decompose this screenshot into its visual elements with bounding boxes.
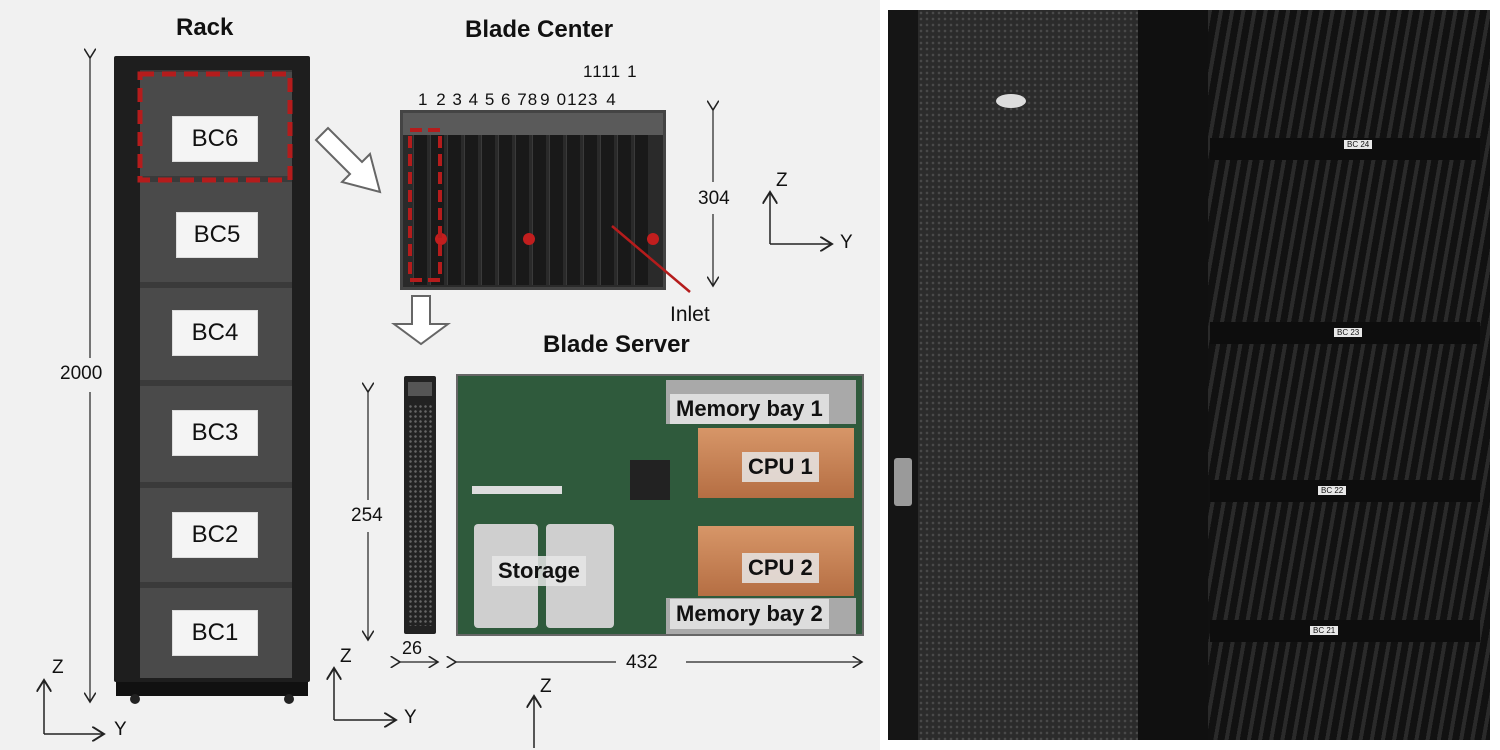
memory-bay-2-label: Memory bay 2 [670,599,829,629]
storage-label: Storage [492,556,586,586]
cpu-1-label: CPU 1 [742,452,819,482]
rack-base [116,682,308,696]
chassis-tag: BC 24 [1344,140,1373,149]
blade-slot [515,135,529,285]
door-edge [888,10,918,740]
inlet-dot [435,233,447,245]
rack-title: Rack [176,14,234,41]
rack-y-axis-label: Y [114,719,127,740]
inlet-dot [647,233,659,245]
bc-y-axis-label: Y [840,232,853,253]
blade-slot [413,135,427,285]
slot-num-14-tens: 1 [627,62,638,81]
board-chip [630,460,670,500]
chassis-label-bc1: BC1 [172,610,258,656]
chassis-tag: BC 22 [1318,486,1347,495]
chassis-divider [1210,620,1480,642]
blade-server-depth-label: 432 [626,652,658,674]
blade-slot [583,135,597,285]
blade-side-view [404,376,436,634]
chassis-tag: BC 23 [1334,328,1363,337]
chassis-divider [1210,138,1480,160]
chassis-label-bc6: BC6 [172,116,258,162]
slot-num-10-tens: 1 [583,62,593,81]
blade-z-axis-label: Z [340,646,352,667]
cpu-2-label: CPU 2 [742,553,819,583]
blade-slot [447,135,461,285]
board-connectors [472,486,562,494]
diagram-panel: Rack Blade Center Blade Server BC6 BC5 B… [0,0,880,750]
door-handle [894,458,912,506]
blade-slot [481,135,495,285]
blade-side-handle [408,382,432,396]
slot-num-4: 4 [468,90,480,109]
board-z-axis-label: Z [540,676,552,697]
server-stack [1208,10,1490,740]
chassis-tag: BC 21 [1310,626,1339,635]
blade-slot [498,135,512,285]
blade-y-axis-label: Y [404,707,417,728]
chassis-label-bc2: BC2 [172,512,258,558]
blade-center-title: Blade Center [465,16,614,43]
blade-slot [634,135,648,285]
center-to-server-arrow [390,295,452,346]
memory-bay-1-label: Memory bay 1 [670,394,829,424]
slot-num-3: 3 [452,90,463,109]
blade-center-chassis [400,110,666,290]
inlet-dot [523,233,535,245]
rack-height-label: 2000 [60,363,103,385]
blade-center-slots [413,135,661,285]
chassis-label-bc4: BC4 [172,310,258,356]
blade-server-width-label: 26 [402,638,423,658]
slot-num-1: 1 [418,90,429,109]
blade-server-title: Blade Server [543,331,690,358]
slot-num-12-tens: 1 [601,62,611,81]
bc-z-axis-label: Z [776,170,788,191]
blade-slot [600,135,614,285]
rack-door [888,10,1138,740]
slot-num-14-ones: 4 [606,90,617,109]
blade-slot [566,135,580,285]
rack-wheel [130,694,140,704]
cabinet-frame [1138,10,1208,740]
blade-slot [532,135,546,285]
blade-server-height-label: 254 [351,505,383,527]
rack-to-center-arrow [314,126,382,194]
chassis-label-bc5: BC5 [176,212,258,258]
rack-photo: BC 24 BC 23 BC 22 BC 21 [888,10,1490,740]
slot-num-13-tens: 1 [610,62,622,81]
rack-wheel [284,694,294,704]
sensor-mount [996,94,1026,108]
blade-side-grille [408,404,432,626]
slot-num-11-ones: 1 [567,90,578,109]
slot-num-2: 2 [436,90,447,109]
slot-num-11-tens: 1 [592,62,602,81]
slot-num-6: 6 [501,90,512,109]
slot-num-10-ones: 0 [556,90,568,109]
slot-num-8: 8 [527,90,539,109]
blade-center-top-bar [403,113,663,135]
slot-num-12-ones: 2 [577,90,589,109]
slot-num-13-ones: 3 [588,90,599,109]
slot-num-5: 5 [484,90,496,109]
slot-num-9: 9 [540,90,551,109]
blade-slot [430,135,444,285]
rack-z-axis-label: Z [52,657,64,678]
inlet-label: Inlet [670,303,710,326]
blade-slot [549,135,563,285]
slot-num-7: 7 [517,90,528,109]
chassis-label-bc3: BC3 [172,410,258,456]
blade-slot [464,135,478,285]
blade-slot [617,135,631,285]
blade-center-height-label: 304 [698,188,730,210]
